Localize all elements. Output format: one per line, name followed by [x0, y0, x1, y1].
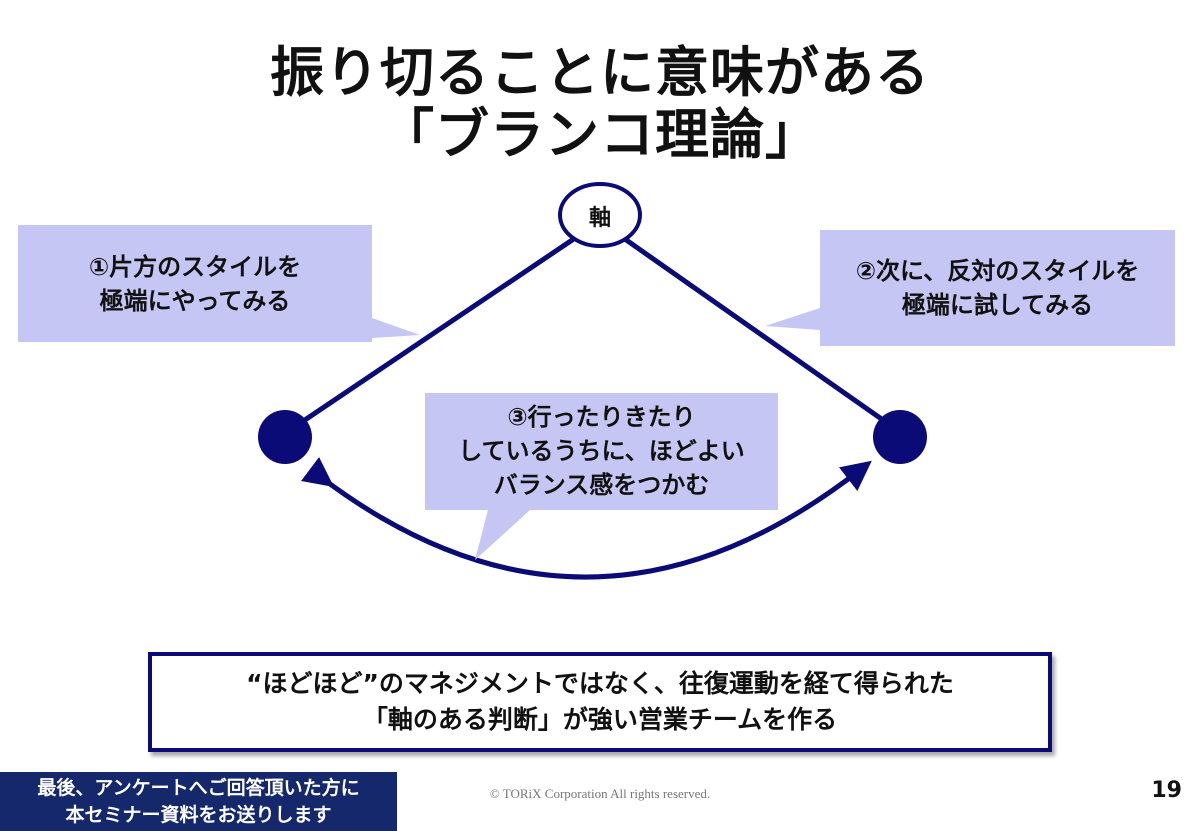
callout-step1: ①片方のスタイルを 極端にやってみる: [18, 250, 372, 318]
rope-left: [288, 225, 592, 433]
callout-step3: ③行ったりきたり しているうちに、ほどよい バランス感をつかむ: [425, 400, 778, 502]
swing-diagram: [18, 182, 1175, 580]
callout-step3-line2: しているうちに、ほどよい: [458, 437, 745, 465]
summary-line2: 「軸のある判断」が強い営業チームを作る: [362, 705, 838, 734]
callout-step2-line2: 極端に試してみる: [901, 291, 1094, 319]
summary-line1: “ほどほど”のマネジメントではなく、往復運動を経て得られた: [246, 669, 954, 698]
summary-box: “ほどほど”のマネジメントではなく、往復運動を経て得られた 「軸のある判断」が強…: [148, 652, 1052, 752]
swing-right-position: [873, 410, 927, 464]
rope-right: [610, 227, 902, 435]
page-number: 19: [1151, 778, 1182, 803]
survey-notice-line2: 本セミナー資料をお送りします: [65, 804, 332, 826]
callout-step2: ②次に、反対のスタイルを 極端に試してみる: [820, 254, 1175, 322]
swing-arc-arrow: [300, 456, 872, 580]
callout-step1-line2: 極端にやってみる: [99, 287, 291, 315]
callout-step2-line1: ②次に、反対のスタイルを: [855, 257, 1140, 285]
slide-title-line1: 振り切ることに意味がある: [270, 41, 930, 104]
callout-step3-line3: バランス感をつかむ: [493, 471, 710, 499]
callout-step3-shape: [425, 393, 778, 560]
axis-label: 軸: [588, 206, 611, 231]
swing-left-position: [258, 410, 312, 464]
callout-step2-shape: [765, 230, 1175, 346]
survey-notice-line1: 最後、アンケートへご回答頂いた方に: [37, 777, 360, 799]
copyright: © TORiX Corporation All rights reserved.: [489, 786, 711, 801]
callout-step3-line1: ③行ったりきたり: [507, 403, 696, 431]
slide-title-line2: 「ブランコ理論」: [380, 103, 820, 166]
survey-notice: 最後、アンケートへご回答頂いた方に 本セミナー資料をお送りします: [0, 772, 397, 831]
callout-step1-shape: [18, 225, 420, 342]
callout-step1-line1: ①片方のスタイルを: [88, 253, 302, 281]
axis-pivot: [558, 182, 642, 248]
